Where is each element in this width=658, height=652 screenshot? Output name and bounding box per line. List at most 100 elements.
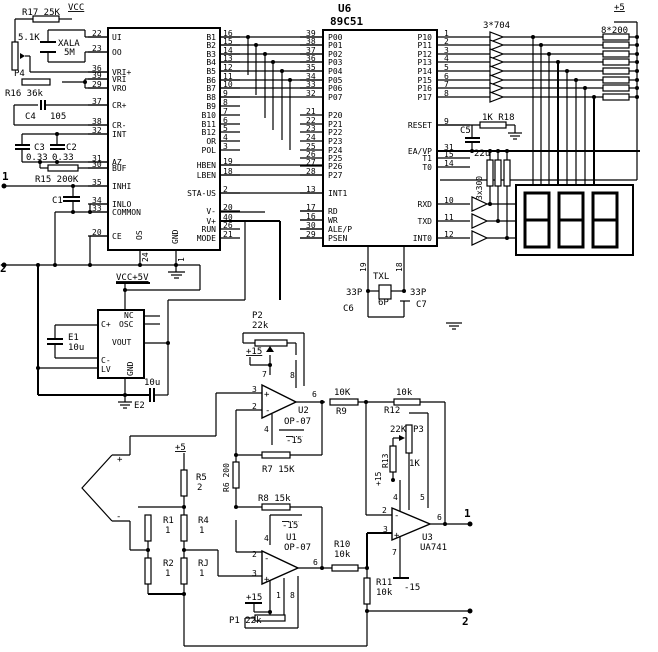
- u2-minus15: -15: [286, 436, 302, 446]
- adc-right-pin-name: STA-US: [187, 189, 216, 198]
- r2-resistor-left: [144, 557, 152, 585]
- adc-pin-num: 36: [92, 64, 102, 73]
- adc-right-pin-name: B11: [202, 120, 217, 129]
- seven-seg-digit: [523, 191, 551, 249]
- mcu-left-pin-name: P05: [328, 76, 343, 85]
- adc-passives: R17 25K VCC 5.1K P4 XALA 5M R16 36k C4 1…: [0, 3, 200, 279]
- u3-pin4: 4: [393, 493, 398, 502]
- adc-pin-name: INT: [112, 130, 127, 139]
- adc-right-pin-name: HBEN: [197, 161, 216, 170]
- mcu-right-pin-name: RXD: [418, 200, 433, 209]
- c7-label: C7: [416, 300, 427, 310]
- mcu-right-pin-num: 4: [444, 54, 449, 63]
- adc-right-pin-num: 4: [223, 133, 228, 142]
- adc-right-pin-name: B2: [206, 41, 216, 50]
- mcu-right-pin-name: P11: [418, 41, 433, 50]
- adc-pin-name: BUF: [112, 164, 127, 173]
- mcu-right-pin-name: P10: [418, 33, 433, 42]
- adc-pin-name: CR-: [112, 121, 126, 130]
- mcu-right-pin-name: T1: [422, 154, 432, 163]
- u2-part: OP-07: [284, 417, 311, 427]
- crystal-txl: [378, 284, 392, 300]
- adc-pin-24: 24: [141, 252, 150, 262]
- adc-right-pin-name: B1: [206, 33, 216, 42]
- osc-cplus: C+: [101, 320, 111, 329]
- mcu-pin-19: 19: [359, 262, 368, 272]
- mcu-left-pin-num: 16: [306, 212, 316, 221]
- adc-right-pin-name: POL: [202, 146, 217, 155]
- adc-pin-name: CR+: [112, 101, 127, 110]
- u3-minus-sign: -: [394, 511, 399, 521]
- p3-value: 22K: [390, 425, 407, 435]
- c2-value: 0.33: [52, 153, 74, 163]
- r10-label: R10: [334, 540, 350, 550]
- digit-buffer: [471, 230, 489, 246]
- u1-plus15: +15: [246, 593, 262, 603]
- r16-resistor: [21, 78, 51, 86]
- adc-pin-num: 20: [92, 228, 102, 237]
- adc-gnd-label: GND: [171, 229, 180, 244]
- output-node-1: 1: [464, 507, 471, 520]
- adc-pin-name: VRO: [112, 84, 127, 93]
- mcu-left-pin-name: RD: [328, 207, 338, 216]
- u1-minus-sign: -: [264, 554, 269, 564]
- adc-right-pin-num: 14: [223, 46, 233, 55]
- txl-value: 6P: [378, 298, 389, 308]
- adc-right-pin-num: 5: [223, 124, 228, 133]
- mcu-left-pin-name: P27: [328, 171, 343, 180]
- resnet-resistor: [602, 50, 630, 58]
- osc-gnd: GND: [126, 361, 135, 376]
- mcu-left-pin-num: 33: [306, 80, 316, 89]
- adc-pin-num: 33: [92, 204, 102, 213]
- adc-right-pin-name: B10: [202, 111, 217, 120]
- resnet-resistor: [602, 58, 630, 66]
- r9-value: 10K: [334, 388, 351, 398]
- mcu-right-pin-num: 7: [444, 80, 449, 89]
- r13-label: R13: [381, 453, 390, 468]
- u3-label: U3: [422, 533, 433, 543]
- opamp-u3: 22K P3 1K R13 +15 4 5 - + 2 3 6 U3 UA741…: [363, 412, 473, 628]
- opamp-u1-bridge: R6 200 R8 15k -15 4 U1 OP-07 - + 2 3 6 R…: [81, 443, 368, 647]
- r-pullup-1: [486, 159, 494, 187]
- adc-pin-name: VRI: [112, 75, 127, 84]
- mcu-right-pin-name: P16: [418, 84, 433, 93]
- resnet-resistor: [602, 76, 630, 84]
- output-node-2: 2: [462, 615, 469, 628]
- resnet-resistor: [602, 67, 630, 75]
- mcu-left-pin-name: P21: [328, 120, 343, 129]
- r15-resistor: [47, 164, 79, 172]
- u2-plus15: +15: [246, 347, 262, 357]
- u1-pin1: 1: [276, 591, 281, 600]
- seven-seg-digit: [591, 191, 619, 249]
- mcu-left-pin-name: P23: [328, 137, 343, 146]
- buffer-chain: [470, 31, 639, 246]
- r11-label: R11: [376, 578, 392, 588]
- r11-resistor: [363, 577, 371, 605]
- p3-potentiometer: [405, 424, 413, 454]
- mcu-left-pin-num: 21: [306, 107, 316, 116]
- adc-pin-name: INLO: [112, 200, 131, 209]
- mcu-left-pin-num: 28: [306, 167, 316, 176]
- e2-label: E2: [134, 401, 145, 411]
- vcc5-label: VCC+5V: [116, 273, 149, 283]
- adc-right-pin-name: B7: [206, 84, 216, 93]
- adc-right-pin-name: V-: [206, 207, 216, 216]
- mcu-ref: U6: [338, 2, 352, 15]
- mcu-right-pin-num: 1: [444, 29, 449, 38]
- mcu-part: 89C51: [330, 15, 363, 28]
- adc-pin-name: COMMON: [112, 208, 141, 217]
- mcu-right-pin-num: 14: [444, 159, 454, 168]
- mcu-right-pin-name: EA/VP: [408, 147, 432, 156]
- mcu-left-pin-num: 36: [306, 54, 316, 63]
- mcu-left-pin-name: P22: [328, 128, 343, 137]
- mcu-left-pin-name: INT1: [328, 189, 347, 198]
- mcu-left-pin-num: 30: [306, 221, 316, 230]
- adc-pin-num: 29: [92, 80, 102, 89]
- mcu-right-pin-name: INT0: [413, 234, 432, 243]
- r13-resistor: [389, 445, 397, 473]
- u2-label: U2: [298, 406, 309, 416]
- mcu-left-pin-name: P07: [328, 93, 343, 102]
